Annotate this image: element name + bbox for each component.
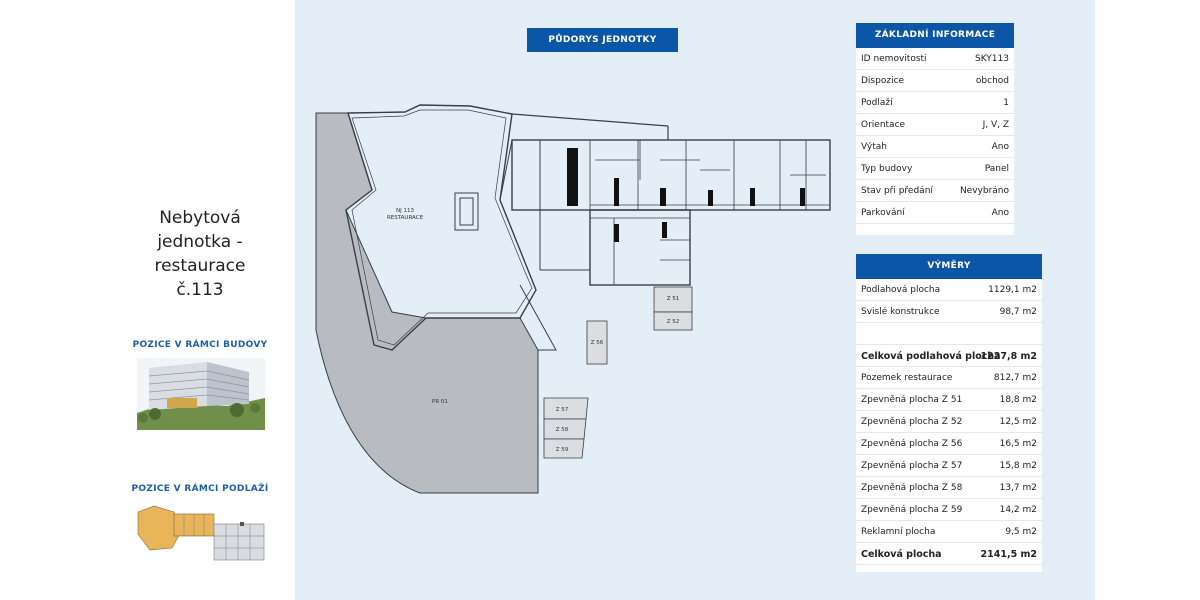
row-label: Orientace: [861, 120, 906, 130]
restaurant-hall: [345, 104, 537, 351]
row-label: Zpevněná plocha Z 51: [861, 395, 963, 405]
z51-label: Z 51: [667, 296, 680, 302]
table-row: Výtah Ano: [856, 136, 1014, 158]
row-label: Parkování: [861, 208, 905, 218]
table-row: Zpevněná plocha Z 57 15,8 m2: [856, 455, 1042, 477]
row-value: obchod: [975, 76, 1009, 86]
row-value: 812,7 m2: [993, 373, 1037, 383]
row-label: Výtah: [861, 142, 887, 152]
building-section-label: POZICE V RÁMCI BUDOVY: [132, 340, 268, 350]
row-value: 13,7 m2: [999, 483, 1037, 493]
row-value: 16,5 m2: [999, 439, 1037, 449]
row-value: 1227,8 m2: [980, 351, 1037, 362]
table-row: Pozemek restaurace 812,7 m2: [856, 367, 1042, 389]
row-value: 12,5 m2: [999, 417, 1037, 427]
table-row: Typ budovy Panel: [856, 158, 1014, 180]
z57-label: Z 57: [556, 407, 569, 413]
row-value: SKY113: [975, 54, 1009, 64]
table-row: Celková plocha 2141,5 m2: [856, 543, 1042, 565]
z58-label: Z 58: [556, 427, 569, 433]
plan-title: PŮDORYS JEDNOTKY: [527, 28, 678, 52]
table-row: ID nemovitosti SKY113: [856, 48, 1014, 70]
table-row: Zpevněná plocha Z 51 18,8 m2: [856, 389, 1042, 411]
row-value: Panel: [984, 164, 1009, 174]
table-row: Stav při předání Nevybráno: [856, 180, 1014, 202]
terrace-label: PR 01: [432, 399, 448, 405]
row-label: Podlahová plocha: [861, 285, 941, 295]
table-row: [856, 323, 1042, 345]
row-label: Pozemek restaurace: [861, 373, 953, 383]
row-value: 15,8 m2: [999, 461, 1037, 471]
row-value: J, V, Z: [982, 120, 1009, 130]
row-value: 18,8 m2: [999, 395, 1037, 405]
row-label: Typ budovy: [861, 164, 913, 174]
row-value: 1: [1003, 98, 1009, 108]
row-label: Svislé konstrukce: [861, 307, 940, 317]
floor-position-plan: [134, 504, 268, 564]
table-row: Zpevněná plocha Z 52 12,5 m2: [856, 411, 1042, 433]
table-row: Reklamní plocha 9,5 m2: [856, 521, 1042, 543]
table-row: Zpevněná plocha Z 56 16,5 m2: [856, 433, 1042, 455]
row-label: Stav při předání: [861, 186, 933, 196]
row-value: 98,7 m2: [999, 307, 1037, 317]
row-label: Zpevněná plocha Z 59: [861, 505, 963, 515]
parking-z52: [653, 311, 693, 331]
unit-name-label: NJ 113: [396, 208, 414, 214]
row-value: 14,2 m2: [999, 505, 1037, 515]
row-label: Zpevněná plocha Z 52: [861, 417, 963, 427]
table-row: Zpevněná plocha Z 58 13,7 m2: [856, 477, 1042, 499]
z56-label: Z 56: [591, 340, 604, 346]
table-row: Dispozice obchod: [856, 70, 1014, 92]
row-label: Zpevněná plocha Z 58: [861, 483, 963, 493]
floor-plan-drawing: NJ 113 RESTAURACE PR 01 Z 51 Z 52 Z 56 Z…: [315, 104, 831, 494]
table-row: Svislé konstrukce 98,7 m2: [856, 301, 1042, 323]
row-label: Zpevněná plocha Z 56: [861, 439, 963, 449]
row-label: Reklamní plocha: [861, 527, 936, 537]
row-value: Ano: [991, 208, 1009, 218]
table-row: Parkování Ano: [856, 202, 1014, 224]
building-photo: [137, 358, 265, 430]
table-row: Orientace J, V, Z: [856, 114, 1014, 136]
table-row: Podlahová plocha 1129,1 m2: [856, 279, 1042, 301]
parking-z59: [543, 438, 585, 459]
unit-title: Nebytová jednotka - restaurace č.113: [154, 208, 246, 300]
areas-title: VÝMĚRY: [856, 254, 1042, 279]
row-label: Zpevněná plocha Z 57: [861, 461, 963, 471]
left-column: Nebytová jednotka - restaurace č.113 POZ…: [0, 0, 295, 600]
terrace-area: [315, 112, 539, 494]
table-row: Zpevněná plocha Z 59 14,2 m2: [856, 499, 1042, 521]
table-row: Podlaží 1: [856, 92, 1014, 114]
z59-label: Z 59: [556, 447, 569, 453]
z52-label: Z 52: [667, 319, 680, 325]
floor-section-label: POZICE V RÁMCI PODLAŽÍ: [131, 484, 269, 494]
row-label: Dispozice: [861, 76, 905, 86]
row-label: Celková podlahová plocha: [861, 351, 1001, 362]
parking-z56: [586, 320, 608, 365]
row-label: Celková plocha: [861, 549, 942, 560]
bar-counter: [454, 192, 479, 231]
row-value: 2141,5 m2: [980, 549, 1037, 560]
row-label: ID nemovitosti: [861, 54, 927, 64]
row-value: Nevybráno: [959, 186, 1009, 196]
parking-z51: [653, 286, 693, 313]
right-margin: [1095, 0, 1200, 600]
row-value: 9,5 m2: [1005, 527, 1037, 537]
unit-type-label: RESTAURACE: [387, 215, 424, 221]
row-value: 1129,1 m2: [988, 285, 1037, 295]
row-value: Ano: [991, 142, 1009, 152]
row-label: Podlaží: [861, 98, 893, 108]
areas-panel: VÝMĚRY Podlahová plocha 1129,1 m2 Svislé k…: [856, 254, 1042, 572]
basic-info-title: ZÁKLADNÍ INFORMACE: [856, 23, 1014, 48]
service-wing: [511, 139, 831, 211]
